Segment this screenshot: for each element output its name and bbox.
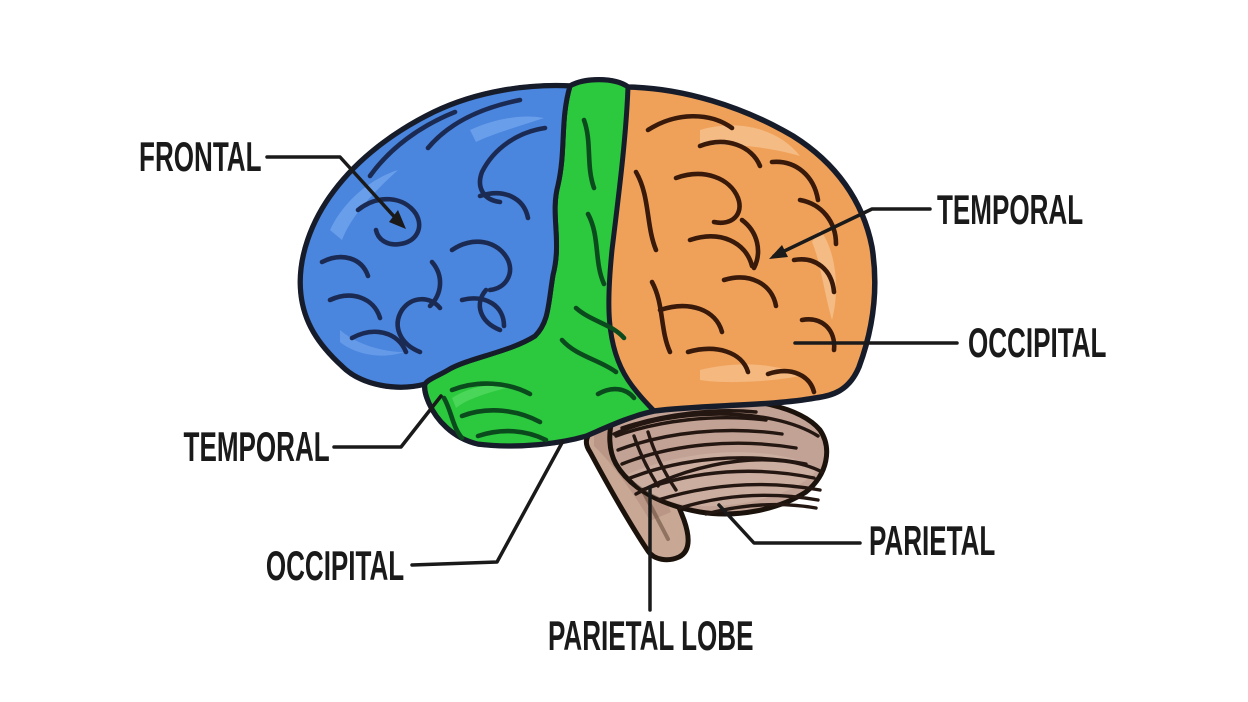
label-parietal-lower-right: PARIETAL — [869, 517, 996, 564]
temporal-upper-right-arrowhead — [769, 245, 788, 259]
posterior-sulci — [633, 113, 839, 395]
label-frontal: FRONTAL — [139, 133, 262, 180]
occipital-lower-left-leader-line — [410, 439, 565, 567]
leader-lines — [265, 155, 959, 612]
frontal-sulci — [319, 97, 548, 355]
frontal-arrowhead — [389, 210, 406, 229]
label-parietal-lobe-bottom: PARIETAL LOBE — [548, 612, 754, 659]
cerebellum — [607, 393, 830, 517]
cerebellum-striations — [612, 409, 824, 516]
temporal-upper-right-leader-line — [772, 207, 932, 258]
cerebrum — [297, 77, 878, 449]
temporal-lower-left-leader-line — [332, 394, 443, 449]
parietal-lower-right-leader-line — [717, 503, 862, 545]
label-occipital-lower-left: OCCIPITAL — [265, 542, 404, 589]
frontal-leader-line — [265, 155, 402, 225]
label-temporal-upper-right: TEMPORAL — [937, 186, 1084, 233]
label-temporal-lower-left: TEMPORAL — [183, 423, 330, 470]
central-strip-sulci — [441, 117, 637, 443]
label-occipital-right: OCCIPITAL — [968, 319, 1107, 366]
